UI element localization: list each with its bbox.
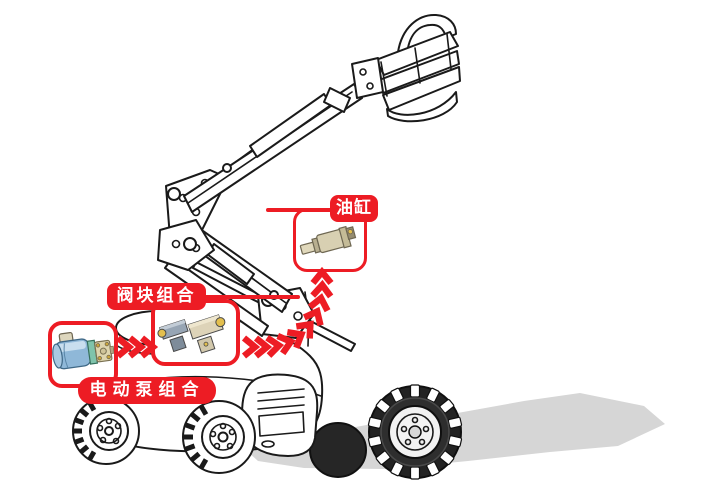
wheel-front-left xyxy=(182,400,256,474)
oil-cylinder-image xyxy=(299,225,357,255)
electric-pump-label[interactable]: 电动泵组合 xyxy=(78,377,216,404)
boom-elbow-linkage xyxy=(157,169,229,271)
wheel-far-side xyxy=(309,422,367,478)
valve-block-label[interactable]: 阀块组合 xyxy=(107,283,206,310)
valve-block-image xyxy=(157,314,226,354)
wheel-front-right xyxy=(367,384,463,480)
upper-boom xyxy=(183,83,363,213)
oil-cylinder-label[interactable]: 油缸 xyxy=(330,195,378,222)
engine-cover xyxy=(241,373,319,457)
wheel-rear-left xyxy=(72,397,140,465)
electric-pump-image xyxy=(52,331,114,370)
platform-basket xyxy=(351,13,461,123)
